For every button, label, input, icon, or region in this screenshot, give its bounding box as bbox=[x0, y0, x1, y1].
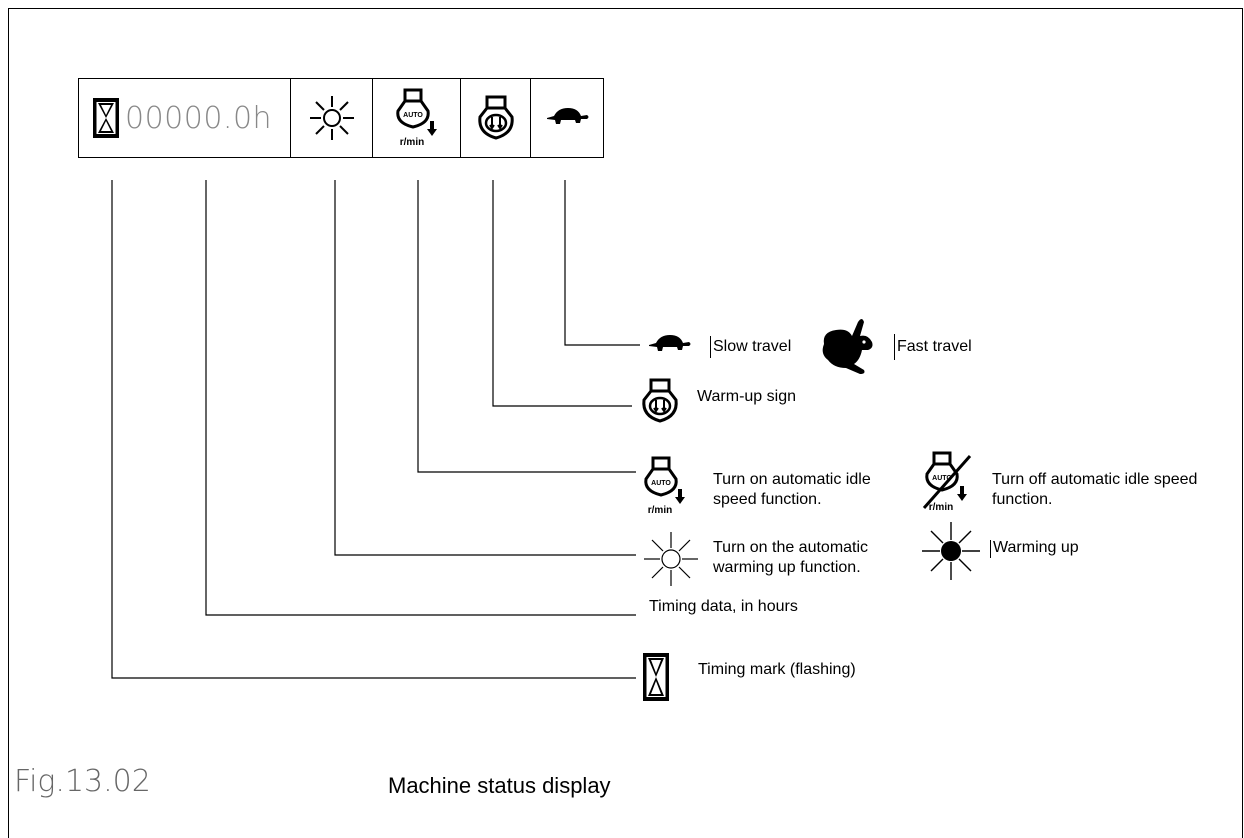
label-timing-mark: Timing mark (flashing) bbox=[698, 661, 856, 678]
sun-cell bbox=[291, 79, 373, 157]
warmup-cell bbox=[461, 79, 531, 157]
hourglass-icon bbox=[93, 98, 119, 138]
label-warming-up: Warming up bbox=[993, 539, 1079, 556]
figure-frame bbox=[8, 8, 1243, 838]
separator-tick bbox=[894, 334, 895, 360]
hours-value: 00000.0h bbox=[125, 100, 273, 136]
leader-hours bbox=[205, 180, 636, 616]
hours-cell: 00000.0h bbox=[79, 79, 291, 157]
auto-idle-icon-rmin: r/min bbox=[399, 137, 423, 148]
turtle-icon bbox=[547, 108, 589, 124]
auto-idle-off-icon-auto: AUTO bbox=[932, 475, 952, 482]
auto-idle-icon-auto: AUTO bbox=[403, 112, 423, 119]
label-slow-travel: Slow travel bbox=[713, 338, 792, 355]
label-warmup-sign: Warm-up sign bbox=[697, 388, 796, 405]
leader-sun bbox=[334, 180, 636, 556]
leader-warmup bbox=[492, 180, 632, 407]
hourglass-icon bbox=[643, 653, 669, 701]
warmup-icon bbox=[477, 95, 514, 140]
auto-idle-icon-auto: AUTO bbox=[651, 480, 671, 487]
leader-hourglass bbox=[111, 180, 636, 679]
label-auto-warm-on: Turn on the automatic warming up functio… bbox=[713, 539, 869, 576]
label-auto-idle-on: Turn on automatic idle speed function. bbox=[713, 471, 871, 508]
leader-turtle bbox=[564, 180, 640, 346]
rabbit-icon bbox=[822, 319, 873, 374]
label-timing-data: Timing data, in hours bbox=[649, 598, 798, 615]
warmup-icon bbox=[642, 378, 678, 423]
separator-tick bbox=[710, 336, 711, 358]
auto-idle-cell: AUTO r/min bbox=[373, 79, 461, 157]
sun-icon bbox=[644, 532, 698, 586]
turtle-icon bbox=[649, 335, 691, 351]
separator-tick bbox=[990, 540, 991, 558]
leader-auto-idle bbox=[417, 180, 636, 473]
figure-caption: Machine status display bbox=[388, 773, 611, 798]
status-display-bar: 00000.0h AUTO r/min bbox=[78, 78, 604, 158]
sun-filled-icon bbox=[922, 522, 980, 580]
auto-idle-off-icon: AUTO r/min bbox=[922, 451, 972, 513]
label-auto-idle-off: Turn off automatic idle speed function. bbox=[992, 471, 1198, 508]
figure-number: Fig.13.02 bbox=[14, 764, 151, 799]
auto-idle-off-icon-rmin: r/min bbox=[929, 502, 953, 513]
turtle-cell bbox=[531, 79, 603, 157]
sun-icon bbox=[309, 96, 354, 140]
auto-idle-icon: AUTO r/min bbox=[395, 88, 437, 148]
auto-idle-icon: AUTO r/min bbox=[644, 456, 685, 516]
auto-idle-icon-rmin: r/min bbox=[648, 505, 672, 516]
label-fast-travel: Fast travel bbox=[897, 338, 972, 355]
